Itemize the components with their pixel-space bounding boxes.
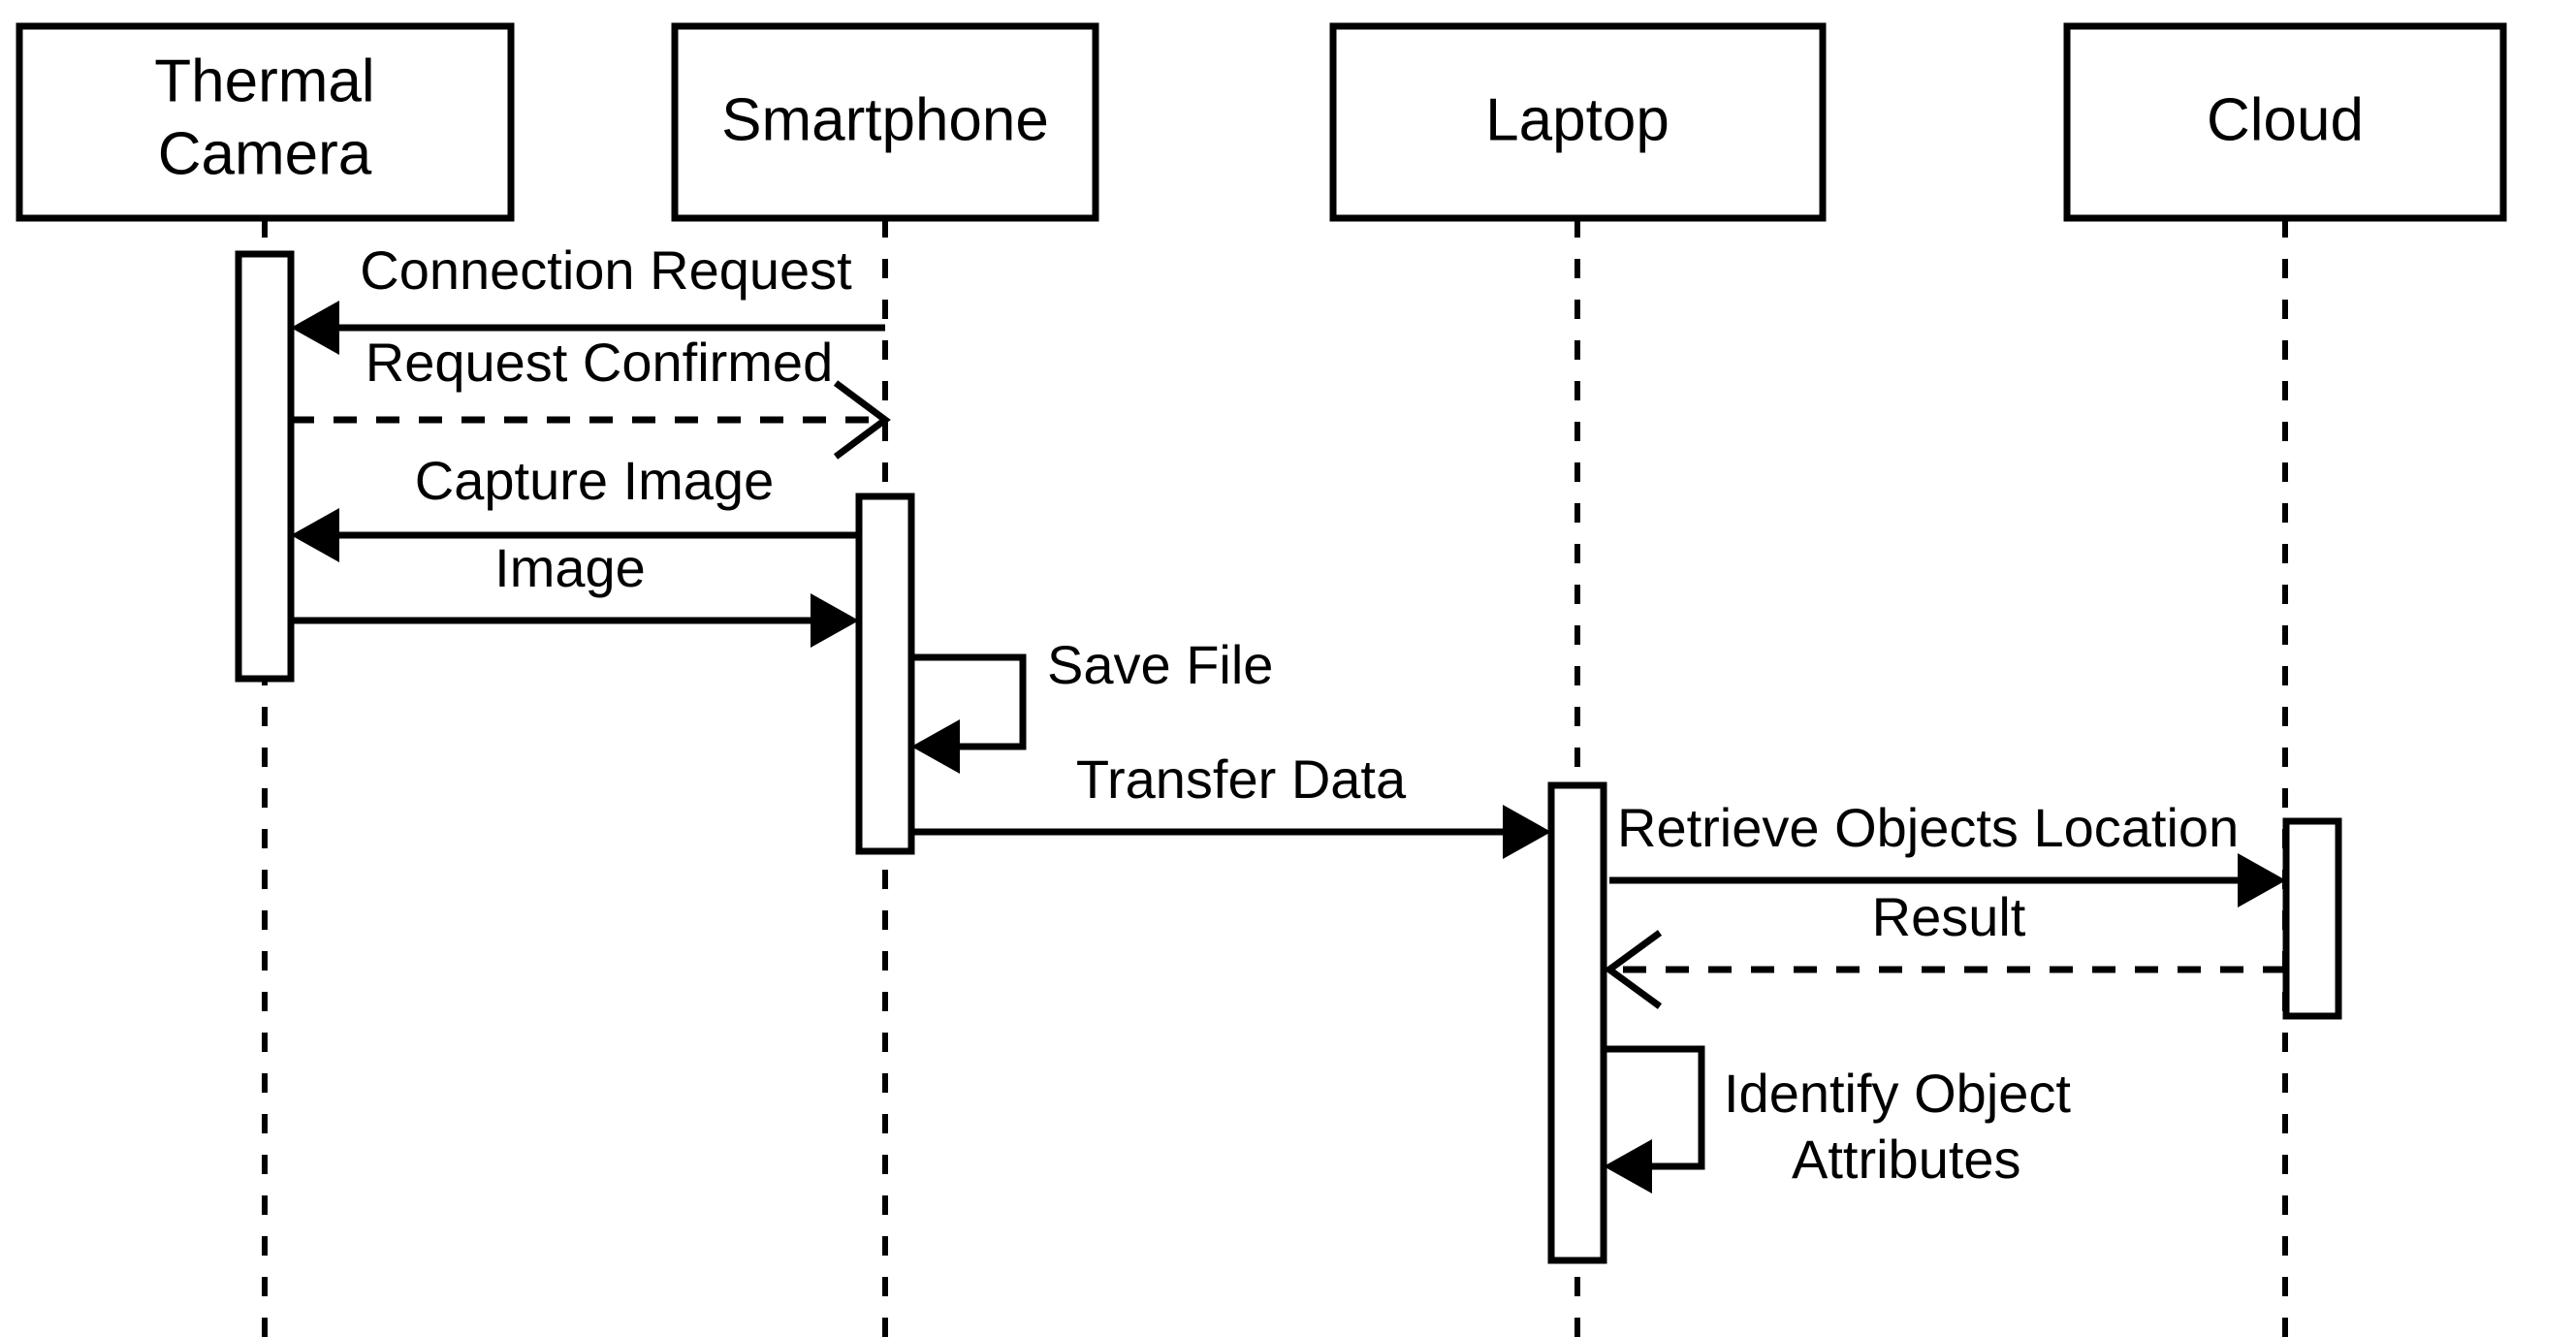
- activation-bar-thermal-camera: [235, 250, 295, 683]
- self-message-identify-object-attributes[interactable]: Identify Object Attributes: [1604, 1045, 2071, 1194]
- self-message-label-save-file: Save File: [1047, 634, 1273, 695]
- arrowhead-filled-icon-image: [811, 593, 859, 648]
- participant-box-laptop[interactable]: Laptop: [1329, 22, 1827, 222]
- activation-bar-smartphone: [855, 493, 915, 855]
- arrowhead-filled-icon-transfer-data: [1503, 805, 1551, 859]
- arrowhead-filled-icon-connection-request: [291, 301, 339, 355]
- participant-label-smartphone: Smartphone: [721, 86, 1049, 153]
- message-result[interactable]: Result: [1604, 886, 2286, 1009]
- activation-bar-cloud: [2282, 817, 2342, 1020]
- participant-box-smartphone[interactable]: Smartphone: [671, 22, 1099, 222]
- message-label-connection-request: Connection Request: [360, 239, 852, 301]
- arrowhead-filled-icon-capture-image: [291, 508, 339, 562]
- message-capture-image[interactable]: Capture Image: [291, 450, 859, 562]
- message-label-request-confirmed: Request Confirmed: [366, 332, 833, 393]
- arrowhead-filled-icon-identify-object-attributes: [1604, 1139, 1652, 1194]
- participant-label-cloud: Cloud: [2207, 86, 2364, 153]
- message-retrieve-objects-location[interactable]: Retrieve Objects Location: [1609, 797, 2286, 907]
- arrowhead-open-icon-result: [1604, 930, 1663, 1009]
- participant-box-thermal-camera[interactable]: Thermal Camera: [16, 22, 515, 222]
- participant-label-thermal-camera-line1: Thermal: [154, 48, 374, 114]
- message-label-capture-image: Capture Image: [415, 450, 774, 511]
- message-label-retrieve-objects-location: Retrieve Objects Location: [1617, 797, 2239, 858]
- self-message-line-save-file: [911, 653, 1027, 750]
- participant-label-thermal-camera-line2: Camera: [158, 120, 372, 187]
- message-label-transfer-data: Transfer Data: [1076, 748, 1407, 810]
- message-label-result: Result: [1872, 886, 2026, 947]
- arrowhead-filled-icon-retrieve-objects-location: [2238, 853, 2286, 907]
- self-message-label-identify-object-attributes-line2: Attributes: [1792, 1129, 2021, 1190]
- message-request-confirmed[interactable]: Request Confirmed: [291, 332, 891, 460]
- message-image[interactable]: Image: [291, 537, 859, 648]
- message-connection-request[interactable]: Connection Request: [291, 239, 885, 355]
- message-label-image: Image: [494, 537, 646, 598]
- self-message-save-file[interactable]: Save File: [911, 634, 1273, 774]
- arrowhead-open-icon-request-confirmed: [833, 380, 891, 460]
- self-message-line-identify-object-attributes: [1604, 1045, 1705, 1170]
- self-message-label-identify-object-attributes-line1: Identify Object: [1724, 1063, 2071, 1124]
- arrowhead-filled-icon-save-file: [911, 719, 960, 774]
- message-transfer-data[interactable]: Transfer Data: [911, 748, 1551, 859]
- activation-bar-laptop: [1547, 781, 1607, 1264]
- participant-label-laptop: Laptop: [1485, 86, 1670, 153]
- participant-box-cloud[interactable]: Cloud: [2063, 22, 2507, 222]
